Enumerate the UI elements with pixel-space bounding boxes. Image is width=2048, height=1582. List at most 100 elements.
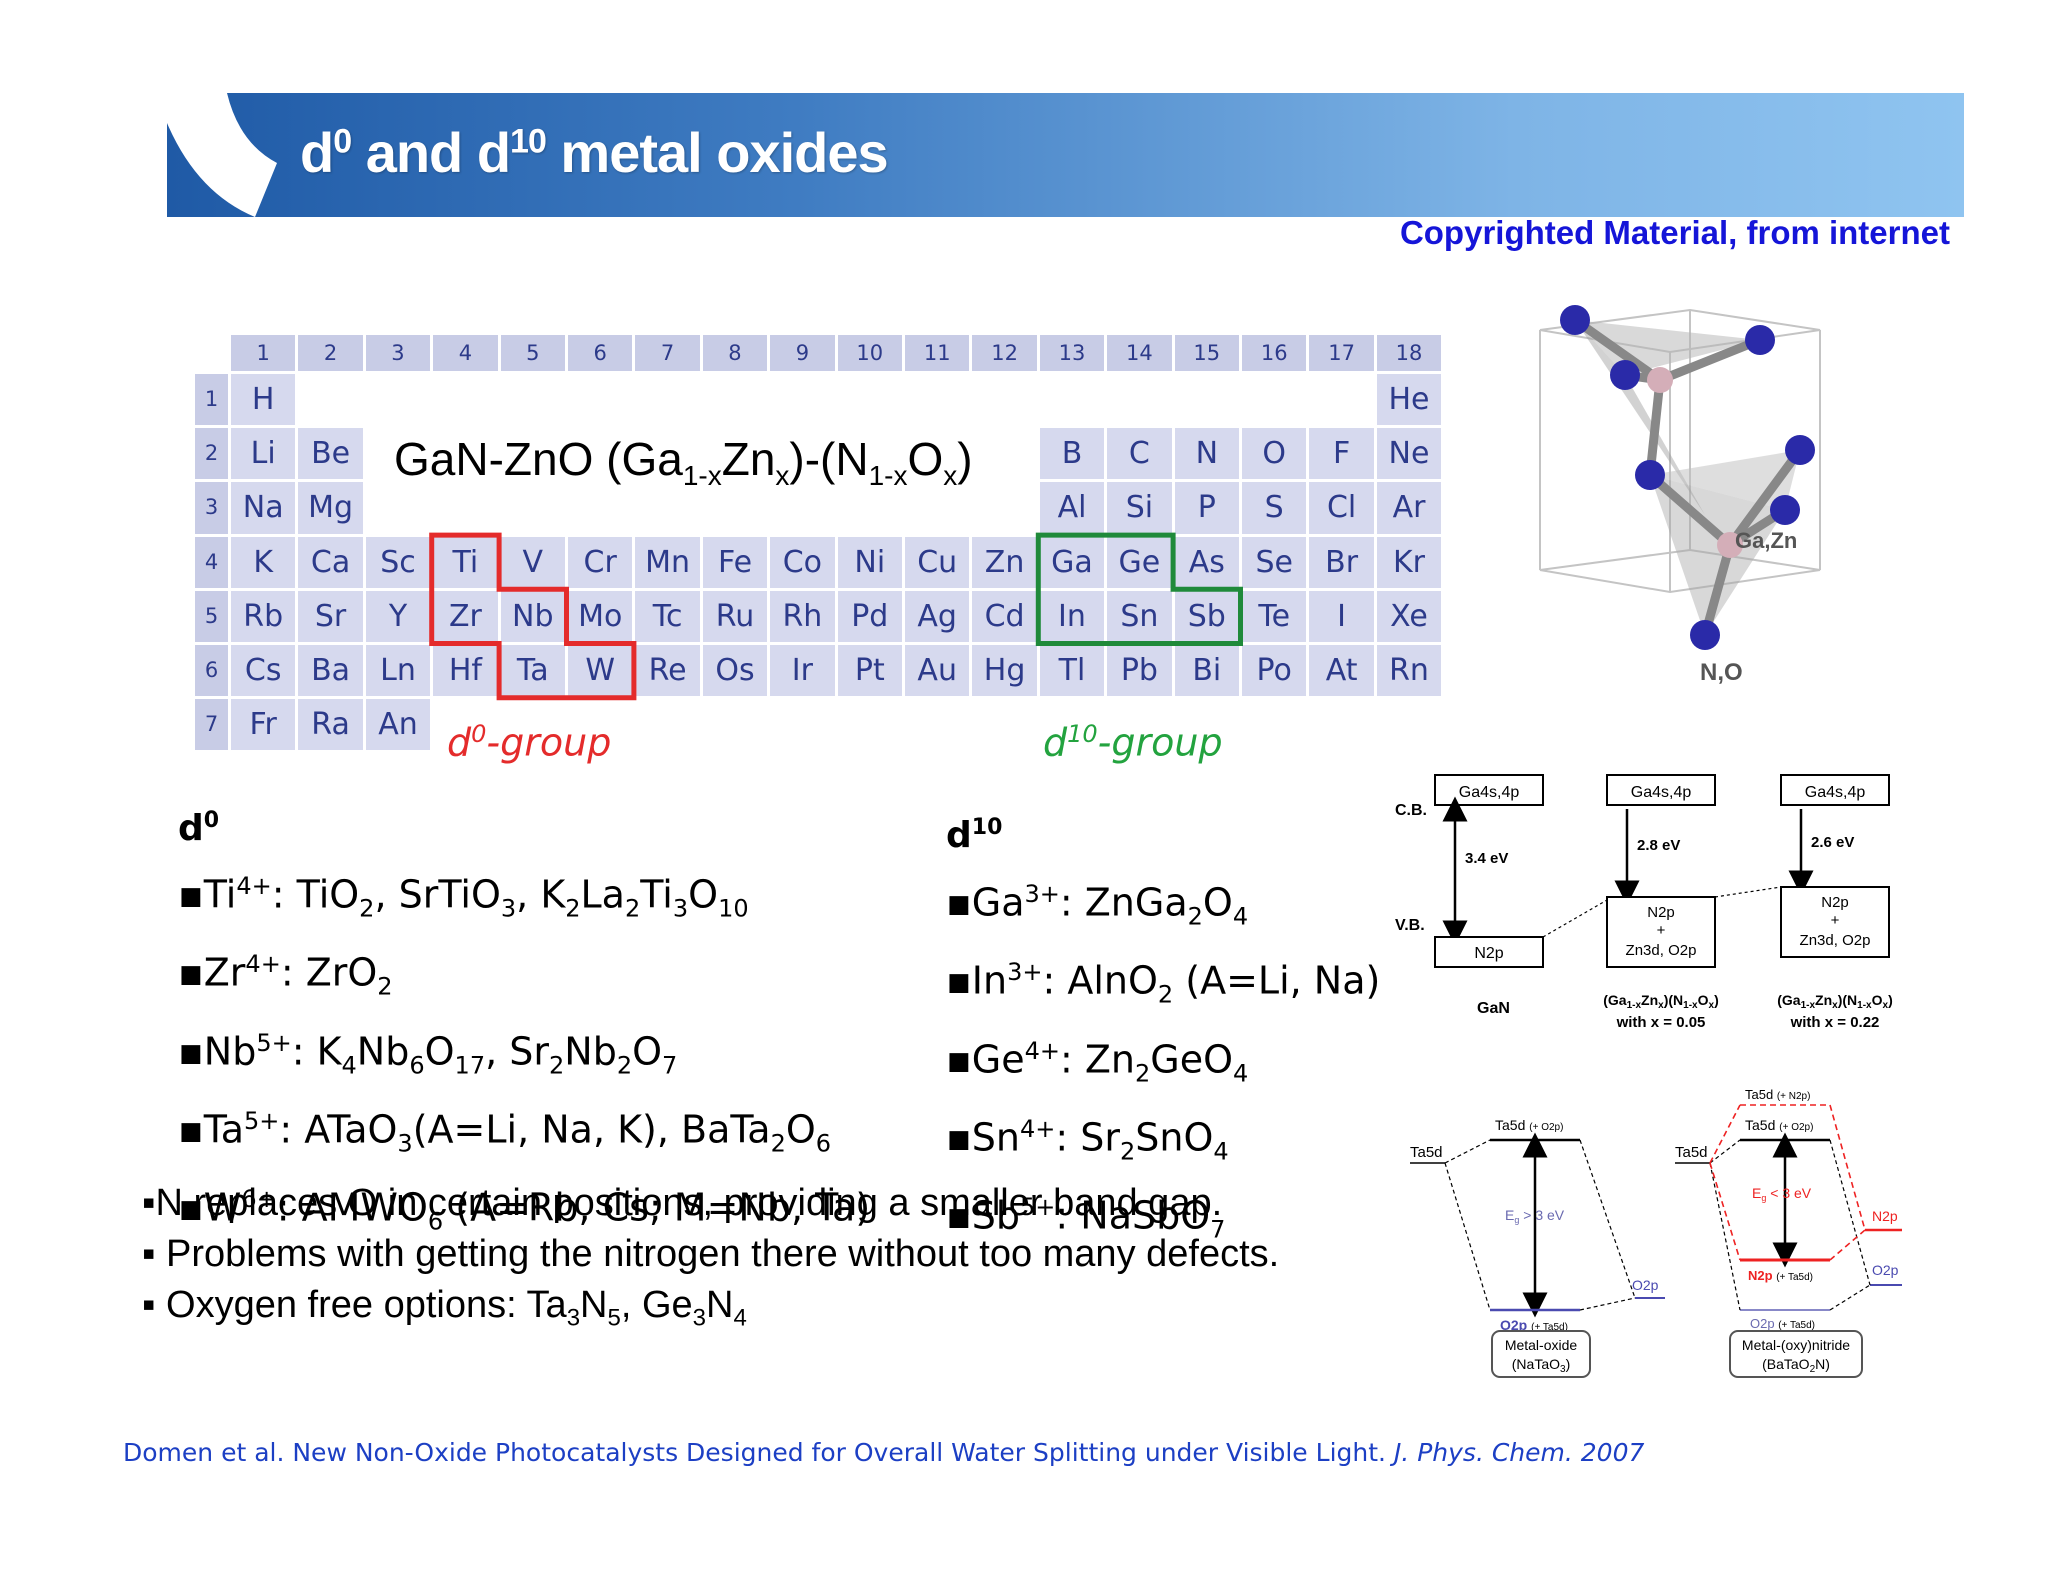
element-cell: Fr (231, 699, 296, 751)
group-number: 5 (500, 335, 565, 371)
element-cell: P (1174, 482, 1239, 534)
group-number: 11 (905, 335, 970, 371)
element-cell: Ca (298, 536, 363, 588)
element-cell: Pd (837, 590, 902, 642)
group-number: 2 (298, 335, 363, 371)
group-number: 3 (365, 335, 431, 371)
element-cell: Sc (365, 536, 431, 588)
o2p-right: O2p (1872, 1262, 1899, 1278)
element-cell: Na (231, 482, 296, 534)
ta5d-left: Ta5d (1410, 1144, 1443, 1161)
d0-group-outline (429, 532, 637, 701)
ga4s4p-box-1: Ga4s,4p (1459, 784, 1520, 801)
element-cell: Os (702, 645, 768, 697)
element-cell: At (1309, 645, 1374, 697)
n2p-ta5d-right: N2p (+ Ta5d) (1748, 1268, 1813, 1283)
ta5d-o2p-right: Ta5d (+ O2p) (1745, 1117, 1813, 1133)
element-cell: Ti (433, 536, 498, 588)
plus-label-3: + (1831, 912, 1840, 929)
element-cell: Rn (1376, 645, 1442, 697)
element-cell: S (1242, 482, 1307, 534)
zn3d-label-3: Zn3d, O2p (1800, 932, 1871, 949)
element-cell: Sb (1174, 590, 1239, 642)
element-cell: Zr (433, 590, 498, 642)
d0-list: ▪Ti4+: TiO2, SrTiO3, K2La2Ti3O10 ▪Zr4+: Z… (178, 858, 870, 1249)
slide-title: d0 and d10 metal oxides (300, 121, 889, 184)
element-cell: Cr (568, 536, 633, 588)
group-outlines (429, 532, 1243, 701)
group-number: 10 (837, 335, 902, 371)
list-item: ▪Nb5+: K4Nb6O17, Sr2Nb2O7 (178, 1028, 678, 1079)
ga4s4p-box-3: Ga4s,4p (1805, 784, 1866, 801)
element-cell: Pb (1107, 645, 1172, 697)
group-number: 17 (1309, 335, 1374, 371)
n2p-label-2: N2p (1647, 904, 1675, 921)
element-cell: Ru (702, 590, 768, 642)
period-number: 2 (195, 428, 228, 480)
element-cell: Bi (1174, 645, 1239, 697)
d10-group-outline (1035, 532, 1243, 646)
n2p-box-1: N2p (1474, 945, 1503, 962)
period-number: 7 (195, 699, 228, 751)
element-cell: I (1309, 590, 1374, 642)
group-number: 9 (770, 335, 835, 371)
element-cell: W (568, 645, 633, 697)
element-cell: Cs (231, 645, 296, 697)
group-number: 18 (1376, 335, 1442, 371)
element-cell: Y (365, 590, 431, 642)
element-cell: Mo (568, 590, 633, 642)
group-number: 6 (568, 335, 633, 371)
o2p-left: O2p (1632, 1277, 1659, 1293)
group-number: 15 (1174, 335, 1239, 371)
element-cell: Hg (972, 645, 1037, 697)
note-item: ▪ Problems with getting the nitrogen the… (142, 1233, 1280, 1275)
element-cell: Mg (298, 482, 363, 534)
group-number: 14 (1107, 335, 1172, 371)
crystal-structure-figure: Ga,Zn N,O (1539, 305, 1821, 686)
element-cell: An (365, 699, 431, 751)
list-item: ▪Ta5+: ATaO3(A=Li, Na, K), BaTa2O6 (178, 1106, 832, 1157)
group-number: 16 (1242, 335, 1307, 371)
element-cell: Al (1039, 482, 1105, 534)
element-cell: Xe (1376, 590, 1442, 642)
title-decoration-icon (167, 93, 277, 217)
element-cell: Rh (770, 590, 835, 642)
element-cell: O (1242, 428, 1307, 480)
element-cell: K (231, 536, 296, 588)
element-cell: V (500, 536, 565, 588)
d10-heading: d10 (946, 815, 1003, 856)
list-item: ▪Sn4+: Sr2SnO4 (946, 1114, 1229, 1165)
element-cell: He (1376, 374, 1442, 426)
period-number: 3 (195, 482, 228, 534)
o2p-ta5d-left: O2p (+ Ta5d) (1500, 1317, 1568, 1333)
period-number: 4 (195, 536, 228, 588)
cb-label: C.B. (1395, 802, 1427, 819)
gap-022: 2.6 eV (1811, 834, 1854, 851)
copyright-note: Copyrighted Material, from internet (1399, 214, 1950, 251)
element-cell: Ba (298, 645, 363, 697)
x022-label: with x = 0.22 (1790, 1014, 1880, 1031)
element-cell: Nb (500, 590, 565, 642)
list-item: ▪Ge4+: Zn2GeO4 (946, 1036, 1249, 1087)
element-cell: Te (1242, 590, 1307, 642)
metal-oxide-label: Metal-oxide (1505, 1337, 1578, 1353)
ga4s4p-box-2: Ga4s,4p (1631, 784, 1692, 801)
element-cell: Au (905, 645, 970, 697)
element-cell: Ar (1376, 482, 1442, 534)
vb-label: V.B. (1395, 917, 1425, 934)
element-cell: Mn (635, 536, 700, 588)
element-cell: Be (298, 428, 363, 480)
list-item: ▪Ti4+: TiO2, SrTiO3, K2La2Ti3O10 (178, 872, 749, 923)
gap-gan: 3.4 eV (1465, 850, 1508, 867)
group-number: 4 (433, 335, 498, 371)
n2p-label-3: N2p (1821, 894, 1849, 911)
reference-citation: Domen et al. New Non-Oxide Photocatalyst… (123, 1438, 1645, 1467)
element-cell: Tc (635, 590, 700, 642)
element-cell: Se (1242, 536, 1307, 588)
element-cell: Br (1309, 536, 1374, 588)
plus-label-2: + (1657, 922, 1666, 939)
ta5d-o2p-left: Ta5d (+ O2p) (1495, 1117, 1563, 1133)
group-number: 7 (635, 335, 700, 371)
list-item: ▪Zr4+: ZrO2 (178, 950, 393, 1001)
formula-col3: (Ga1-xZnx)(N1-xOx) (1777, 992, 1892, 1011)
